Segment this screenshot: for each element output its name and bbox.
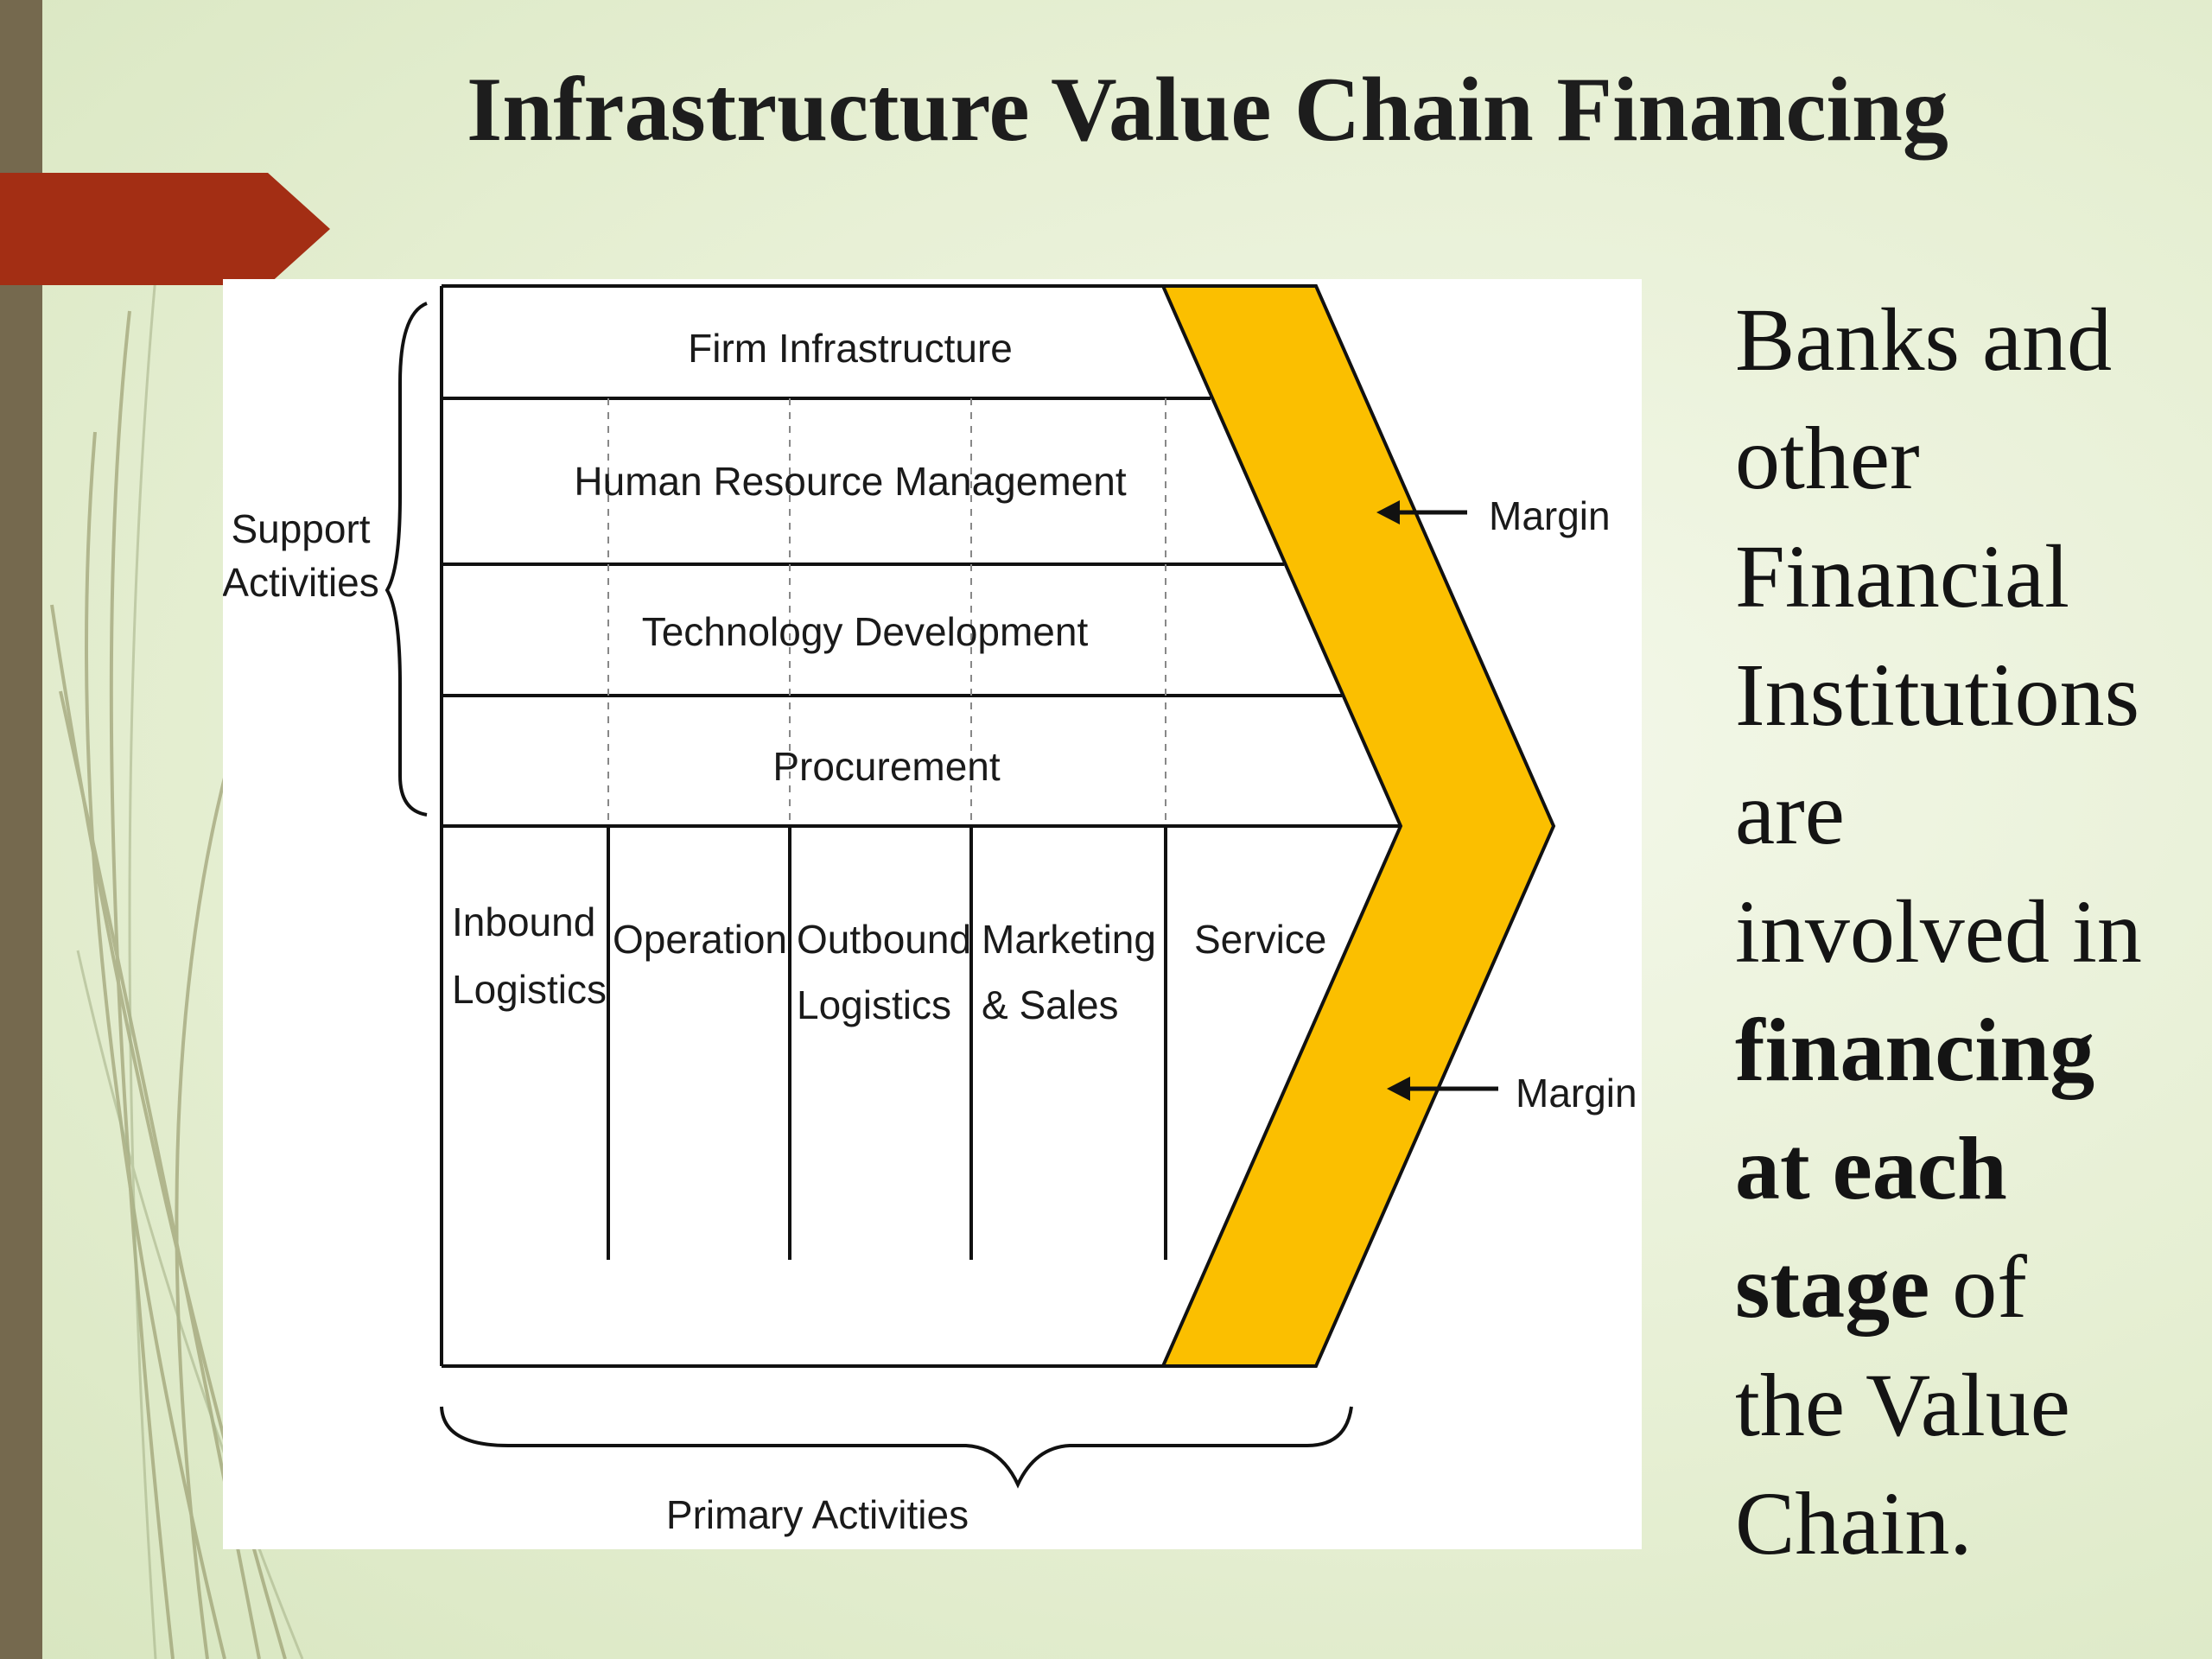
value-chain-diagram: Support Activities Firm Infrastructure H… bbox=[223, 279, 1642, 1549]
side-text-line: Chain. bbox=[1735, 1474, 1973, 1573]
side-text-line: Institutions bbox=[1735, 645, 2140, 745]
primary-col-inbound-line2: Logistics bbox=[452, 967, 607, 1012]
primary-col-operation: Operation bbox=[613, 917, 787, 962]
primary-col-service: Service bbox=[1194, 917, 1326, 962]
side-text-line: other bbox=[1735, 409, 1920, 508]
primary-col-marketing-line2: & Sales bbox=[982, 982, 1119, 1027]
support-row-firm-infrastructure: Firm Infrastructure bbox=[688, 326, 1013, 371]
slide-title: Infrastructure Value Chain Financing bbox=[467, 59, 1948, 160]
side-text-line-mixed: stage of bbox=[1735, 1228, 2202, 1346]
primary-brace bbox=[440, 1406, 1353, 1489]
side-text-line: of bbox=[1929, 1237, 2027, 1337]
margin-arrow-upper-head bbox=[1376, 500, 1400, 524]
side-text-bold: at each bbox=[1735, 1119, 2007, 1218]
side-text-line: the Value bbox=[1735, 1356, 2070, 1455]
side-text: Banks and other Financial Institutions a… bbox=[1735, 281, 2202, 1583]
support-brace bbox=[385, 302, 428, 817]
decorative-lines bbox=[50, 276, 304, 1659]
side-text-line: are bbox=[1735, 764, 1845, 863]
support-label-line1: Support bbox=[231, 506, 370, 551]
side-text-bold: financing bbox=[1735, 1001, 2095, 1100]
primary-activities-label: Primary Activities bbox=[666, 1492, 969, 1537]
primary-col-inbound-line1: Inbound bbox=[452, 899, 595, 944]
primary-col-outbound-line1: Outbound bbox=[797, 917, 971, 962]
red-tab-arrow bbox=[0, 173, 330, 285]
margin-label-upper: Margin bbox=[1489, 493, 1611, 538]
primary-col-marketing-line1: Marketing bbox=[982, 917, 1156, 962]
support-row-hrm: Human Resource Management bbox=[574, 459, 1126, 504]
primary-col-outbound-line2: Logistics bbox=[797, 982, 951, 1027]
support-row-technology-development: Technology Development bbox=[642, 609, 1089, 654]
side-text-line: involved in bbox=[1735, 882, 2142, 982]
side-text-line: Banks and bbox=[1735, 290, 2113, 390]
side-text-bold: stage bbox=[1735, 1237, 1930, 1337]
side-text-line: Financial bbox=[1735, 527, 2070, 626]
support-label-line2: Activities bbox=[223, 560, 379, 605]
margin-arrow-lower-head bbox=[1387, 1077, 1410, 1101]
support-row-procurement: Procurement bbox=[772, 744, 1001, 789]
margin-label-lower: Margin bbox=[1516, 1071, 1637, 1116]
